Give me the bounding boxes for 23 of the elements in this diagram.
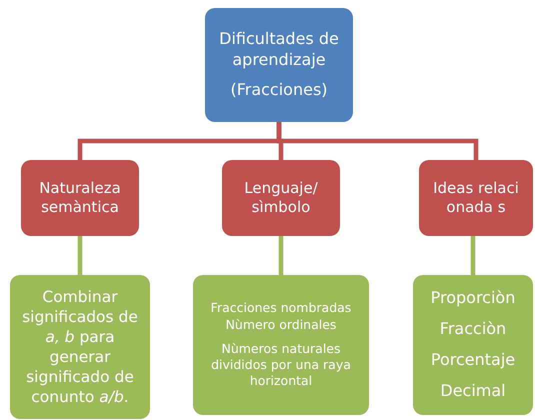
box-text: Fracciones nombradas Nùmero ordinales xyxy=(210,300,352,333)
connector-line xyxy=(78,236,82,275)
box-text: Proporciòn xyxy=(430,288,516,310)
box-text: Fracciòn xyxy=(440,319,506,340)
connector-line xyxy=(278,236,284,275)
box-text: Porcentaje xyxy=(430,350,516,371)
connector-line xyxy=(276,122,478,160)
box-text: (Fracciones) xyxy=(230,80,328,102)
category-box xyxy=(419,160,533,236)
box-text: Lenguaje/ sìmbolo xyxy=(243,178,319,218)
box-text: Ideas relacionada s xyxy=(432,179,520,217)
box-text: Naturaleza semàntica xyxy=(38,178,122,218)
box-text: Combinar significados de a, b para generar significado de conunto a/b. xyxy=(21,286,139,408)
detail-box xyxy=(413,275,533,415)
root-topic-box xyxy=(205,8,353,122)
detail-box xyxy=(10,275,150,419)
box-text: Decimal xyxy=(440,380,506,402)
connector-line xyxy=(470,236,476,275)
box-text: Nùmeros naturales divididos por una raya horizontal xyxy=(210,340,352,390)
box-text: Dificultades de aprendizaje xyxy=(218,28,340,70)
detail-box xyxy=(193,275,369,415)
category-box xyxy=(21,160,139,236)
category-box xyxy=(222,160,340,236)
